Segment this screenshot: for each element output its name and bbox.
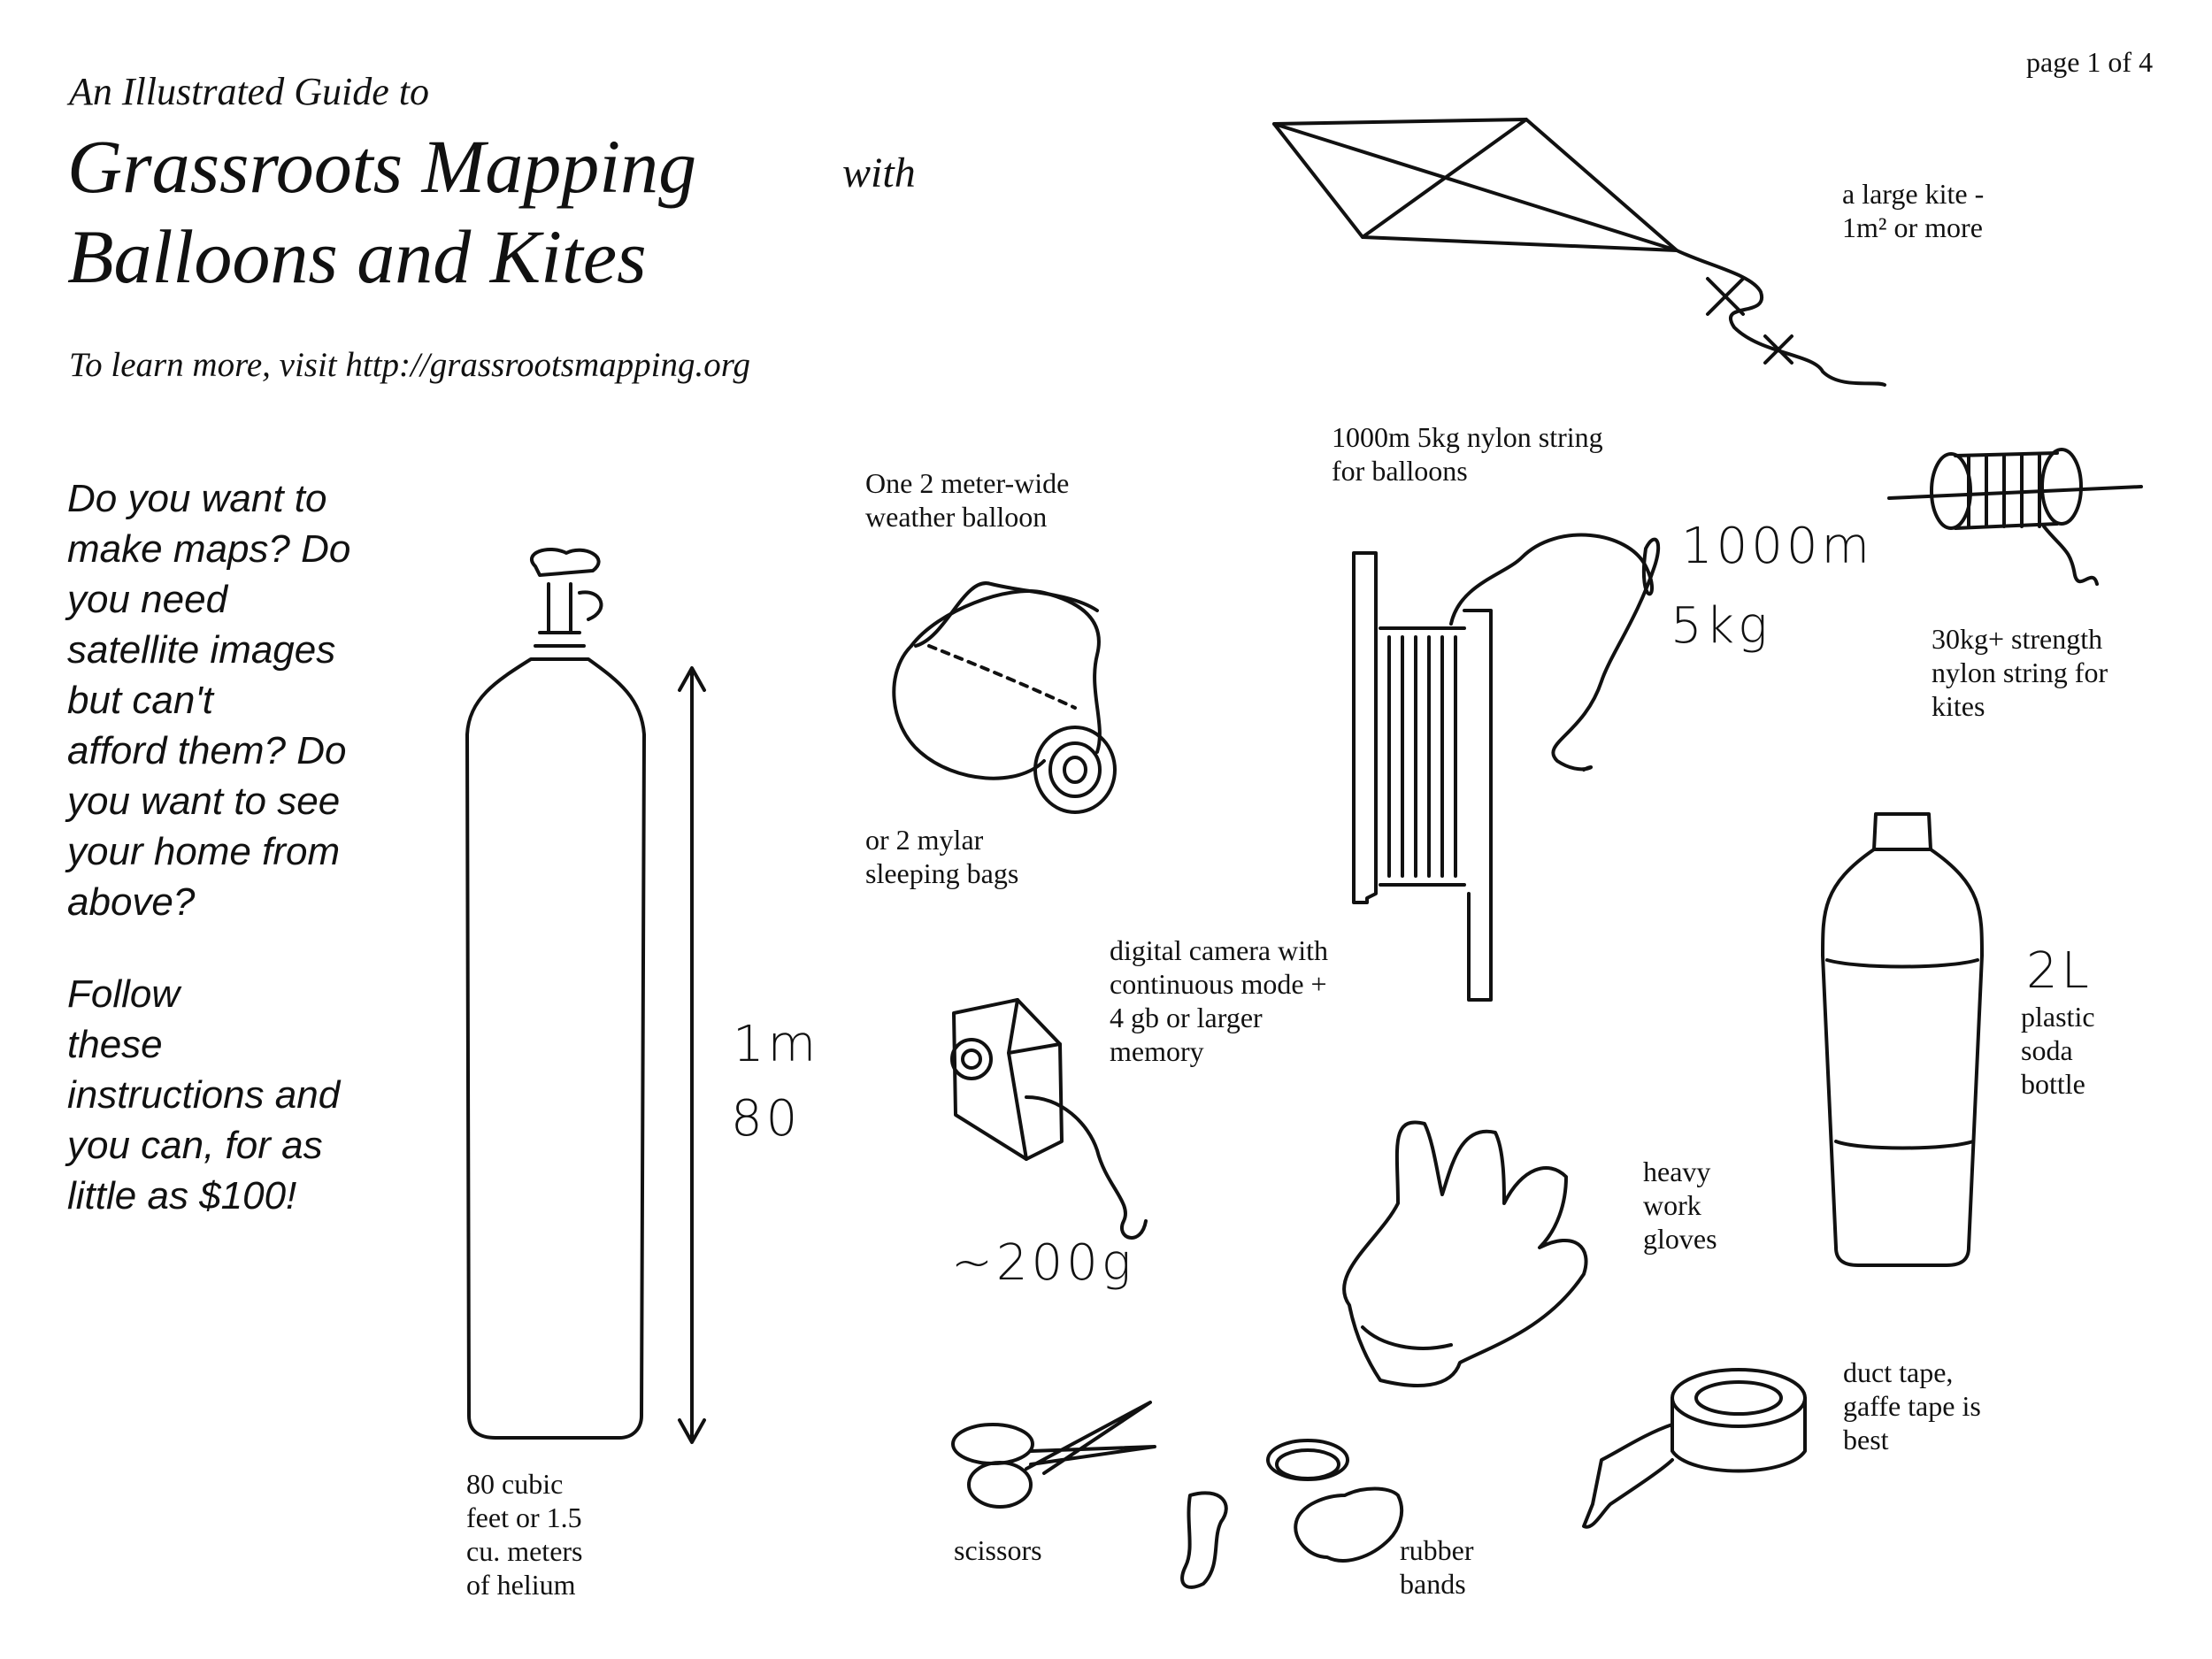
helium-tank-icon <box>465 548 706 1444</box>
plastic-bottle-icon <box>1821 812 1984 1267</box>
handwritten-tank-size: 80 <box>731 1090 802 1148</box>
gloves-label: heavy work gloves <box>1643 1156 1717 1255</box>
work-gloves-icon <box>1342 1120 1588 1387</box>
kite-string-label: 30kg+ strength nylon string for kites <box>1932 623 2108 722</box>
intro-follow: Follow these instructions and you can, f… <box>67 972 341 1217</box>
page-indicator: page 1 of 4 <box>2026 46 2154 78</box>
rubber-bands-label: rubber bands <box>1400 1534 1474 1600</box>
scissors-label: scissors <box>954 1534 1042 1566</box>
balloon-string-spool-icon <box>1352 533 1661 1002</box>
kite-icon <box>1272 118 1886 387</box>
bottle-label: plastic soda bottle <box>2021 1001 2095 1100</box>
handwritten-bottle-volume: 2L <box>2026 942 2093 1000</box>
camera-label: digital camera with continuous mode + 4 … <box>1110 934 1329 1067</box>
page-title-line2: Balloons and Kites <box>67 214 647 299</box>
handwritten-tank-height: 1m <box>733 1016 820 1073</box>
rubber-bands-icon <box>1180 1439 1404 1589</box>
handwritten-string-weight: 5kg <box>1671 597 1771 655</box>
balloon-string-label: 1000m 5kg nylon string for balloons <box>1332 421 1603 487</box>
helium-label: 80 cubic feet or 1.5 cu. meters of heliu… <box>466 1468 583 1601</box>
handwritten-camera-weight: ~200g <box>951 1234 1135 1292</box>
intro-question: Do you want to make maps? Do you need sa… <box>67 477 351 924</box>
camera-icon <box>950 998 1148 1240</box>
tape-label: duct tape, gaffe tape is best <box>1843 1356 1981 1455</box>
balloon-label: One 2 meter-wide weather balloon <box>865 467 1070 533</box>
scissors-icon <box>951 1401 1156 1509</box>
kite-string-spool-icon <box>1887 448 2143 586</box>
kite-label: a large kite - 1m² or more <box>1842 178 1985 243</box>
duct-tape-icon <box>1582 1368 1807 1529</box>
url-line: To learn more, visit http://grassrootsma… <box>69 346 750 384</box>
weather-balloon-icon <box>892 581 1117 814</box>
mylar-label: or 2 mylar sleeping bags <box>865 824 1019 889</box>
subtitle: An Illustrated Guide to <box>69 70 429 113</box>
page-title-with: with <box>842 150 916 196</box>
page-title-line1: Grassroots Mapping <box>67 124 697 209</box>
handwritten-string-length: 1000m <box>1681 518 1874 575</box>
